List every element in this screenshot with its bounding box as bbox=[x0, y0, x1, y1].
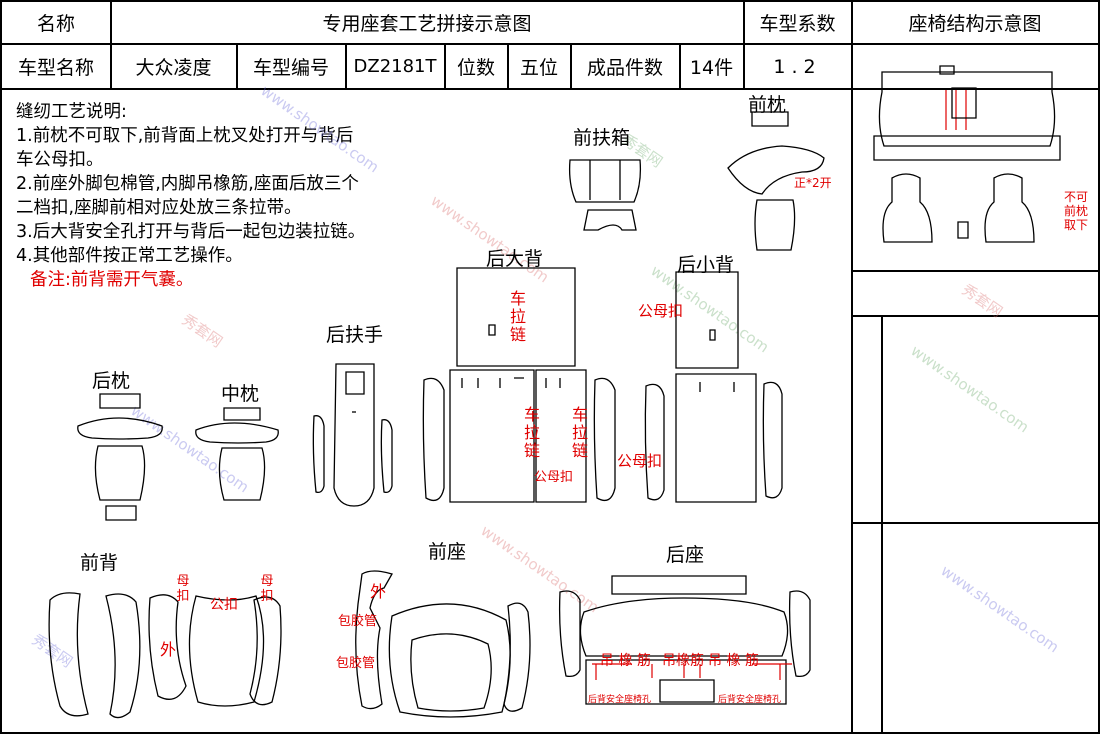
info-div-2 bbox=[345, 44, 347, 88]
annot-outer-1: 外 bbox=[160, 640, 177, 659]
label-front-back: 前背 bbox=[80, 552, 119, 574]
annot-male-female-clip-3: 公母扣 bbox=[534, 470, 574, 485]
struct-line-3 bbox=[851, 522, 1100, 524]
rear-pillow-pieces bbox=[77, 393, 163, 521]
note-2: 2.前座外脚包棉管,内脚吊橡筋,座面后放三个 bbox=[16, 174, 359, 194]
structure-label: 座椅结构示意图 bbox=[908, 13, 1042, 35]
struct-line-1 bbox=[851, 270, 1100, 272]
pieces-value: 14件 bbox=[689, 57, 734, 79]
struct-line-4 bbox=[881, 316, 883, 732]
row1-bottom bbox=[0, 43, 1100, 45]
note-2b: 二档扣,座脚前相对应处放三条拉带。 bbox=[16, 198, 302, 218]
label-rear-big-back: 后大背 bbox=[486, 248, 544, 270]
annot-rubber-tube-2: 包胶管 bbox=[336, 656, 376, 671]
col-name-divider bbox=[110, 0, 112, 88]
notes-heading: 缝纫工艺说明: bbox=[16, 102, 127, 122]
rear-small-back-pieces bbox=[644, 271, 783, 503]
front-armbox-pieces bbox=[568, 159, 642, 231]
annot-safety-hole-1: 后背安全座椅孔 bbox=[588, 695, 652, 705]
rear-armrest-pieces bbox=[312, 363, 393, 507]
front-pillow-pieces bbox=[727, 111, 825, 251]
annot-female-clip-2: 母扣 bbox=[260, 574, 274, 604]
annot-outer-2: 外 bbox=[370, 582, 387, 601]
pieces-label: 成品件数 bbox=[586, 57, 663, 79]
col-coef-divider bbox=[743, 0, 745, 88]
annot-female-clip-1: 母扣 bbox=[176, 574, 190, 604]
annot-not-removable: 不可前枕取下 bbox=[1063, 190, 1088, 232]
note-3: 3.后大背安全孔打开与背后一起包边装拉链。 bbox=[16, 222, 366, 242]
label-mid-pillow: 中枕 bbox=[221, 383, 260, 405]
label-front-armbox: 前扶箱 bbox=[573, 127, 631, 149]
row2-bottom bbox=[0, 88, 1100, 90]
label-rear-pillow: 后枕 bbox=[92, 370, 131, 392]
info-div-6 bbox=[679, 44, 681, 88]
seats-value: 五位 bbox=[519, 57, 558, 79]
annot-zipper-3: 车拉链 bbox=[571, 405, 588, 460]
front-back-pieces bbox=[48, 592, 282, 719]
annot-rubber-tube-1: 包胶管 bbox=[338, 614, 378, 629]
name-label: 名称 bbox=[36, 13, 75, 35]
note-4: 4.其他部件按正常工艺操作。 bbox=[16, 246, 243, 266]
info-div-1 bbox=[236, 44, 238, 88]
annot-male-clip: 公扣 bbox=[210, 597, 238, 613]
info-div-5 bbox=[570, 44, 572, 88]
coef-label: 车型系数 bbox=[759, 13, 836, 35]
rear-big-back-pieces bbox=[422, 267, 616, 503]
note-1: 1.前枕不可取下,前背面上枕叉处打开与背后 bbox=[16, 126, 354, 146]
model-name-label: 车型名称 bbox=[17, 57, 94, 79]
coef-value: 1.2 bbox=[773, 55, 822, 78]
annot-male-female-clip: 公母扣 bbox=[638, 302, 684, 320]
annot-hang-rubber-3: 吊 橡 筋 bbox=[708, 653, 759, 669]
rear-seat-pieces bbox=[558, 575, 811, 705]
info-div-4 bbox=[507, 44, 509, 88]
note-1b: 车公母扣。 bbox=[16, 150, 104, 170]
right-border bbox=[1098, 0, 1100, 734]
annot-hang-rubber-2: 吊橡筋 bbox=[662, 653, 704, 669]
model-code-value: DZ2181T bbox=[353, 56, 437, 77]
model-name-value: 大众凌度 bbox=[135, 57, 212, 79]
annot-front-pillow-open: 正*2开 bbox=[794, 176, 832, 190]
model-code-label: 车型编号 bbox=[252, 57, 329, 79]
remark: 备注:前背需开气囊。 bbox=[30, 270, 194, 290]
annot-zipper-2: 车拉链 bbox=[523, 405, 540, 460]
sewing-notes: 缝纫工艺说明: 1.前枕不可取下,前背面上枕叉处打开与背后 车公母扣。 2.前座… bbox=[16, 100, 516, 292]
label-rear-seat: 后座 bbox=[666, 544, 705, 566]
label-rear-armrest: 后扶手 bbox=[326, 324, 384, 346]
seats-label: 位数 bbox=[456, 57, 495, 79]
info-div-3 bbox=[444, 44, 446, 88]
label-front-pillow: 前枕 bbox=[748, 94, 787, 116]
bottom-border bbox=[0, 732, 1100, 734]
red-markers bbox=[592, 90, 967, 680]
annot-hang-rubber-1: 吊 橡 筋 bbox=[600, 653, 651, 669]
seat-structure-diagram bbox=[873, 65, 1061, 243]
front-seat-pieces bbox=[355, 570, 531, 718]
label-front-seat: 前座 bbox=[428, 541, 467, 563]
mid-pillow-pieces bbox=[195, 407, 279, 501]
annot-male-female-clip-2: 公母扣 bbox=[617, 452, 663, 470]
top-border bbox=[0, 0, 1100, 2]
sheet-title: 专用座套工艺拼接示意图 bbox=[322, 13, 532, 35]
annot-safety-hole-2: 后背安全座椅孔 bbox=[718, 695, 782, 705]
annot-zipper-1: 车拉链 bbox=[509, 289, 526, 344]
label-rear-small-back: 后小背 bbox=[677, 254, 735, 276]
col-structure-divider bbox=[851, 0, 853, 734]
struct-line-2 bbox=[851, 315, 1100, 317]
left-border bbox=[0, 0, 2, 734]
